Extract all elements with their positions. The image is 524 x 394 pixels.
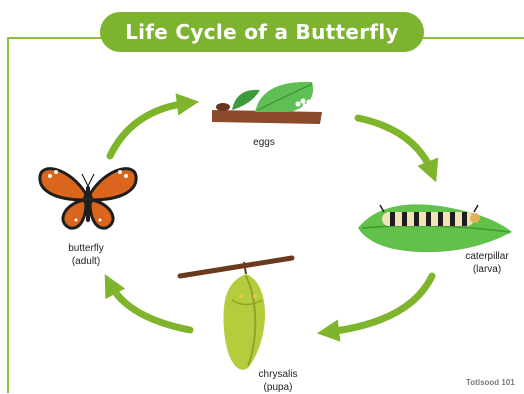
label-eggs: eggs bbox=[244, 136, 284, 149]
label-butterfly-line2: (adult) bbox=[58, 255, 114, 268]
label-chrysalis-line1: chrysalis bbox=[252, 368, 304, 381]
label-eggs-text: eggs bbox=[244, 136, 284, 149]
label-chrysalis-line2: (pupa) bbox=[252, 381, 304, 394]
label-butterfly: butterfly (adult) bbox=[58, 242, 114, 268]
label-caterpillar-line2: (larva) bbox=[458, 263, 516, 276]
label-caterpillar-line1: caterpillar bbox=[458, 250, 516, 263]
watermark: Totlsood 101 bbox=[466, 378, 515, 387]
label-butterfly-line1: butterfly bbox=[58, 242, 114, 255]
label-caterpillar: caterpillar (larva) bbox=[458, 250, 516, 276]
label-chrysalis: chrysalis (pupa) bbox=[252, 368, 304, 394]
